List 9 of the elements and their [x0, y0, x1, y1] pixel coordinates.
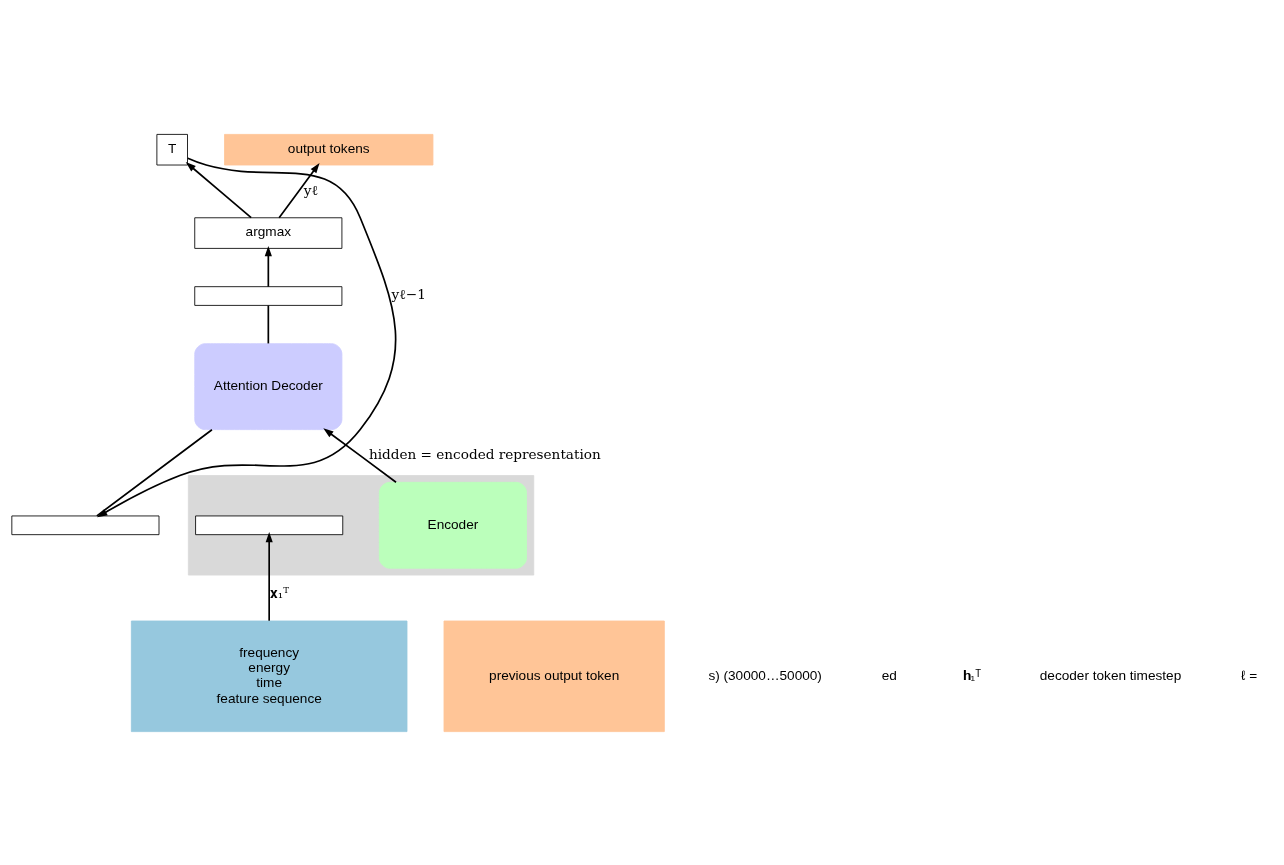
label: decoder token timestep [1039, 667, 1182, 683]
label: ed [881, 667, 897, 683]
edge-label: yℓ [303, 181, 318, 198]
label: 𝐡₁ᵀ [962, 667, 982, 683]
label: s) (30000…50000) [708, 667, 822, 683]
edge-label: 𝐱₁ᵀ [269, 584, 289, 601]
edge-label: yℓ−1 [391, 285, 426, 302]
label: ℓ = [1241, 667, 1258, 683]
edge-label: hidden = encoded representation [368, 445, 601, 462]
